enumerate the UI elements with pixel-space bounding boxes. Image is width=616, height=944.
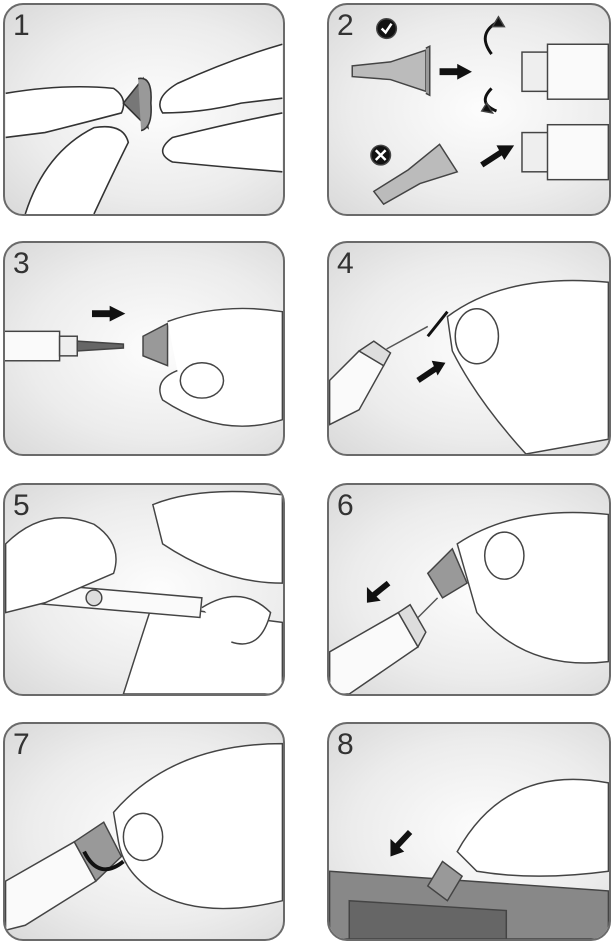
attach-needle-straight-illustration xyxy=(351,15,609,206)
step-8-panel: 8 xyxy=(327,722,611,941)
unscrew-needle-illustration xyxy=(5,742,283,932)
step-2-panel: 2 xyxy=(327,3,611,216)
step-number: 6 xyxy=(337,489,354,522)
step-number: 3 xyxy=(13,247,30,280)
correct-icon xyxy=(376,18,398,40)
step-number: 7 xyxy=(13,728,30,761)
replace-outer-cap-illustration xyxy=(329,511,609,694)
dispose-needle-illustration xyxy=(329,778,609,939)
step-4-panel: 4 xyxy=(327,241,611,456)
hands-holding-needle-illustration xyxy=(5,43,283,214)
step-number: 5 xyxy=(13,489,30,522)
step-number: 8 xyxy=(337,728,354,761)
incorrect-icon xyxy=(370,144,392,166)
injection-illustration xyxy=(5,490,283,694)
step-7-panel: 7 xyxy=(3,722,285,941)
step-6-panel: 6 xyxy=(327,483,611,696)
step-number: 2 xyxy=(337,9,354,42)
remove-outer-cap-illustration xyxy=(329,279,609,454)
step-number: 4 xyxy=(337,247,354,280)
step-5-panel: 5 xyxy=(3,483,285,696)
step-1-panel: 1 xyxy=(3,3,285,216)
step-3-panel: 3 xyxy=(3,241,285,456)
push-needle-onto-pen-illustration xyxy=(5,305,283,427)
step-number: 1 xyxy=(13,9,30,42)
